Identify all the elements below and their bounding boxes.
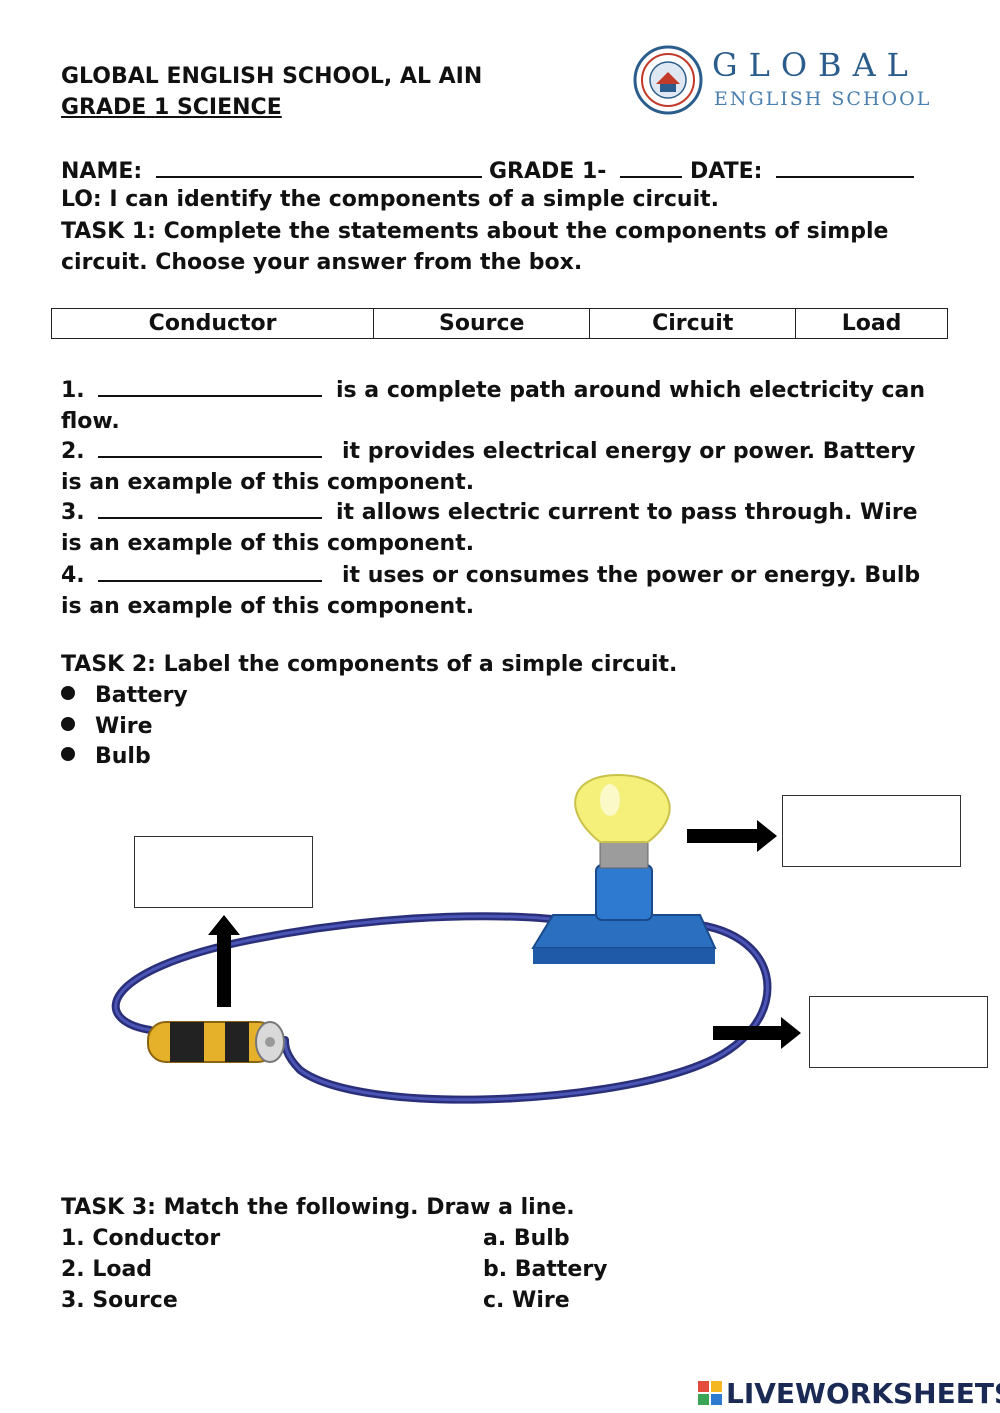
question-text: it allows electric current to pass throu… <box>61 500 918 556</box>
bullet-dot-icon <box>61 717 75 731</box>
question-4: 4. it uses or consumes the power or ener… <box>61 558 941 622</box>
bullet-dot-icon <box>61 686 75 700</box>
task1-title-line1: TASK 1: Complete the statements about th… <box>61 219 889 244</box>
match-left-item[interactable]: 3. Source <box>61 1288 178 1313</box>
wire-loop-inner <box>114 914 769 1102</box>
match-right-item[interactable]: a. Bulb <box>483 1226 570 1251</box>
arrow-right-icon <box>713 1017 801 1049</box>
question-number: 2. <box>61 439 85 464</box>
arrow-up-icon <box>208 915 240 1007</box>
liveworksheets-watermark: LIVEWORKSHEETS <box>726 1377 1000 1410</box>
word-box-item: Circuit <box>589 308 797 339</box>
word-box-item: Conductor <box>50 308 375 339</box>
question-2: 2. it provides electrical energy or powe… <box>61 434 941 498</box>
answer-blank-3[interactable] <box>98 495 323 519</box>
task3-title: TASK 3: Match the following. Draw a line… <box>61 1195 575 1220</box>
learning-objective: LO: I can identify the components of a s… <box>61 187 719 212</box>
answer-blank-4[interactable] <box>98 558 323 582</box>
school-name: GLOBAL ENGLISH SCHOOL, AL AIN <box>61 64 483 89</box>
bulb-icon <box>531 773 717 964</box>
word-box: Conductor Source Circuit Load <box>50 308 948 339</box>
name-field-row: NAME: <box>61 154 482 187</box>
question-3: 3. it allows electric current to pass th… <box>61 495 941 559</box>
battery-icon <box>147 1021 285 1063</box>
label-box-battery[interactable] <box>134 836 313 908</box>
answer-blank-1[interactable] <box>98 373 323 397</box>
label-box-bulb[interactable] <box>782 795 961 867</box>
circuit-diagram <box>111 773 801 1104</box>
bullet-label: Battery <box>95 683 188 708</box>
date-label: DATE: <box>690 159 763 184</box>
question-number: 4. <box>61 563 85 588</box>
school-logo <box>630 42 958 116</box>
word-box-item: Source <box>373 308 591 339</box>
grade-label: GRADE 1- <box>489 159 607 184</box>
question-text: it provides electrical energy or power. … <box>61 439 916 495</box>
bullet-item: Bulb <box>61 742 151 772</box>
grade-subject: GRADE 1 SCIENCE <box>61 95 282 120</box>
task1-title-line2: circuit. Choose your answer from the box… <box>61 250 583 275</box>
bullet-label: Wire <box>95 714 153 739</box>
date-blank[interactable] <box>776 154 915 178</box>
match-right-item[interactable]: c. Wire <box>483 1288 570 1313</box>
bullet-item: Battery <box>61 681 188 711</box>
name-label: NAME: <box>61 159 143 184</box>
match-left-item[interactable]: 2. Load <box>61 1257 153 1282</box>
bullet-dot-icon <box>61 747 75 761</box>
question-1: 1. is a complete path around which elect… <box>61 373 941 437</box>
answer-blank-2[interactable] <box>98 434 323 458</box>
question-number: 1. <box>61 378 85 403</box>
match-left-item[interactable]: 1. Conductor <box>61 1226 221 1251</box>
liveworksheets-logo-icon <box>698 1381 722 1405</box>
logo-wordmark: GLOBAL <box>712 46 919 84</box>
question-text: is a complete path around which electric… <box>61 378 926 434</box>
bullet-item: Wire <box>61 712 153 742</box>
task2-title: TASK 2: Label the components of a simple… <box>61 652 678 677</box>
bullet-label: Bulb <box>95 744 151 769</box>
name-blank[interactable] <box>155 154 482 178</box>
date-field-row: DATE: <box>690 154 915 187</box>
question-number: 3. <box>61 500 85 525</box>
arrow-right-icon <box>687 820 777 852</box>
logo-subtitle: ENGLISH SCHOOL <box>714 88 932 110</box>
label-box-wire[interactable] <box>809 996 988 1068</box>
word-box-item: Load <box>795 308 948 339</box>
match-right-item[interactable]: b. Battery <box>483 1257 608 1282</box>
grade-blank[interactable] <box>620 154 683 178</box>
question-text: it uses or consumes the power or energy.… <box>61 563 921 619</box>
grade-field-row: GRADE 1- <box>489 154 683 187</box>
